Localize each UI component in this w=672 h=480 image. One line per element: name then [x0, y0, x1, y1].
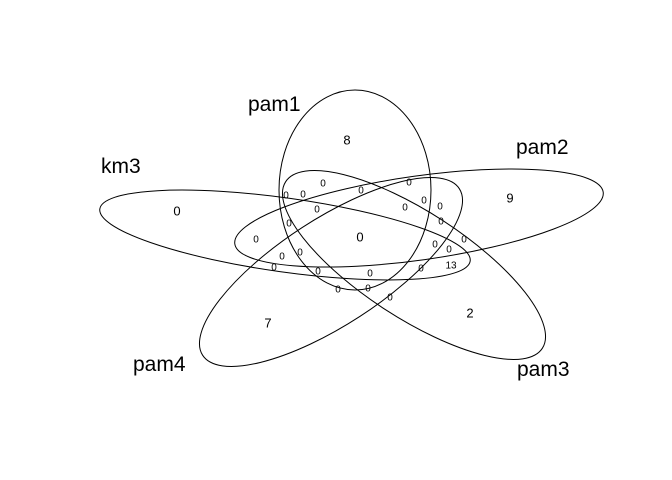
region-count: 0: [432, 240, 438, 251]
region-count-only-pam2: 9: [506, 190, 513, 205]
pam4-ellipse: [198, 177, 464, 367]
region-count: 0: [297, 248, 303, 259]
region-count: 0: [365, 284, 371, 295]
pam2-ellipse: [234, 168, 604, 268]
region-count: 0: [402, 203, 408, 214]
region-count: 0: [446, 245, 452, 256]
region-count: 0: [437, 202, 443, 213]
region-count: 0: [418, 264, 424, 275]
region-count: 13: [445, 261, 457, 272]
pam1-label: pam1: [248, 93, 301, 116]
region-count: 0: [358, 186, 364, 197]
region-count-only-km3: 0: [173, 203, 180, 218]
region-count: 0: [283, 191, 289, 202]
region-count: 0: [421, 196, 427, 207]
region-count: 0: [438, 217, 444, 228]
region-count: 0: [300, 190, 306, 201]
region-count: 0: [253, 235, 259, 246]
pam1-ellipse: [278, 89, 432, 291]
region-count: 0: [320, 179, 326, 190]
region-count: 0: [367, 269, 373, 280]
region-count-only-pam3: 2: [466, 305, 473, 320]
region-count-only-pam1: 8: [343, 132, 350, 147]
km3-ellipse: [99, 189, 471, 281]
pam2-label: pam2: [516, 136, 569, 159]
pam3-ellipse: [281, 170, 547, 360]
region-count-all-five: 0: [356, 229, 363, 244]
region-count: 0: [335, 285, 341, 296]
km3-label: km3: [101, 155, 141, 178]
region-count: 0: [461, 235, 467, 246]
pam4-label: pam4: [133, 353, 186, 376]
region-count: 0: [406, 178, 412, 189]
region-count-only-pam4: 7: [264, 315, 271, 330]
region-count: 0: [387, 293, 393, 304]
region-count: 0: [315, 267, 321, 278]
region-count: 0: [314, 205, 320, 216]
region-count: 0: [286, 219, 292, 230]
region-count: 0: [279, 252, 285, 263]
pam3-label: pam3: [517, 358, 570, 381]
region-count: 0: [271, 263, 277, 274]
